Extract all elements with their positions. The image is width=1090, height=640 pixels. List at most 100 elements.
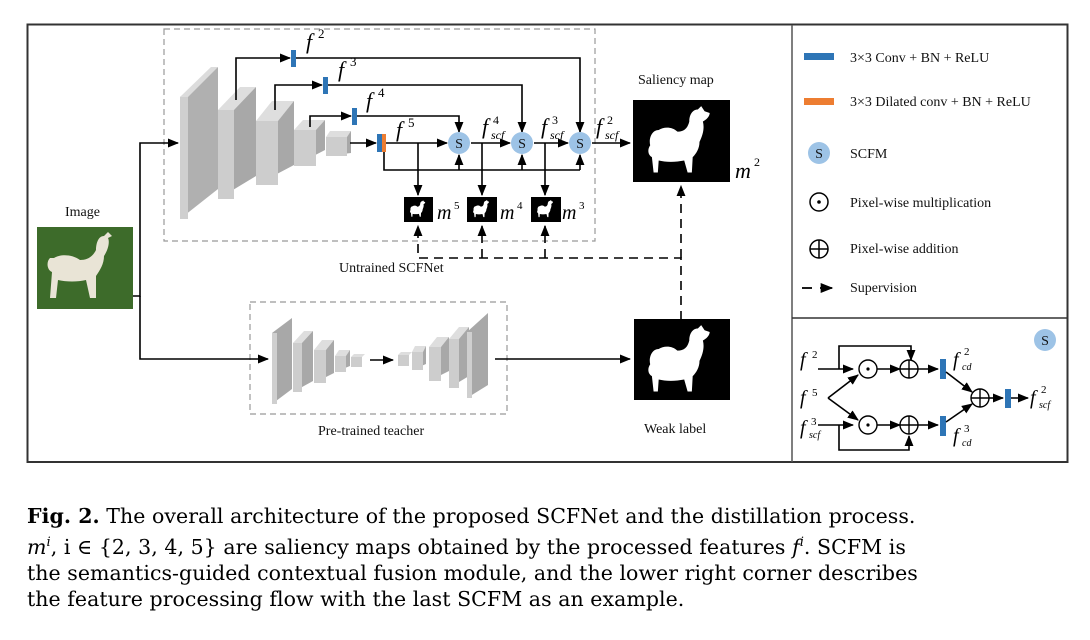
legend-item-mult: Pixel-wise multiplication <box>809 192 991 212</box>
svg-text:5: 5 <box>408 115 415 130</box>
student-network-label: Untrained SCFNet <box>339 261 444 276</box>
svg-text:2: 2 <box>812 349 818 361</box>
svg-text:scf: scf <box>491 128 506 142</box>
saliency-map-output <box>633 100 730 182</box>
svg-text:f: f <box>366 88 375 113</box>
svg-text:f: f <box>338 57 347 82</box>
svg-text:f: f <box>800 387 808 409</box>
svg-text:S: S <box>1041 334 1049 349</box>
svg-text:4: 4 <box>378 85 385 100</box>
svg-text:4: 4 <box>493 113 499 127</box>
caption-line-4: the feature processing flow with the las… <box>27 587 685 612</box>
detail-mult-top <box>858 359 878 379</box>
supervision-arrows <box>413 184 686 320</box>
legend-item-dilated: 3×3 Dilated conv + BN + ReLU <box>804 95 1031 110</box>
caption-line-3: the semantics-guided contextual fusion m… <box>27 560 918 585</box>
figure-caption: Fig. 2. The overall architecture of the … <box>27 503 1069 613</box>
skip-f4-arrow <box>309 111 353 127</box>
scfm-node-2: S <box>511 132 533 154</box>
svg-text:2: 2 <box>318 26 325 41</box>
legend-item-add: Pixel-wise addition <box>809 239 959 259</box>
svg-text:3: 3 <box>579 200 585 212</box>
student-network-box <box>163 28 596 242</box>
svg-text:m: m <box>562 202 576 224</box>
detail-conv-bottom <box>940 416 946 436</box>
svg-text:3×3 Dilated conv + BN + ReLU: 3×3 Dilated conv + BN + ReLU <box>850 95 1031 110</box>
detail-conv-top <box>940 359 946 379</box>
scfm-node-3: S <box>569 132 591 154</box>
caption-line-1: Fig. 2. The overall architecture of the … <box>27 504 916 528</box>
svg-text:f: f <box>1030 387 1038 409</box>
outer-frame <box>26 23 1069 463</box>
svg-text:m: m <box>500 202 514 224</box>
svg-text:3: 3 <box>552 113 558 127</box>
detail-add-bottom <box>899 415 919 435</box>
weak-label-text: Weak label <box>644 422 706 437</box>
caption-fig-label: Fig. 2. <box>27 504 100 528</box>
teacher-decoder <box>398 313 488 398</box>
conv-bar-f3 <box>323 77 328 94</box>
detail-add-merge <box>970 388 990 408</box>
circle-plus-icon <box>809 239 829 259</box>
svg-text:f: f <box>953 425 961 447</box>
encoder-block-4 <box>294 120 325 166</box>
svg-text:2: 2 <box>1041 384 1047 396</box>
input-to-teacher-arrow <box>139 296 270 364</box>
teacher-network-label: Pre-trained teacher <box>318 424 424 439</box>
teacher-network-box <box>249 301 508 415</box>
f5-bus <box>383 152 580 171</box>
teacher-encoder <box>272 318 365 404</box>
svg-text:scf: scf <box>605 128 620 142</box>
svg-text:S: S <box>576 137 584 152</box>
svg-text:scf: scf <box>809 430 821 441</box>
svg-text:3: 3 <box>350 54 357 69</box>
scfm-node-1: S <box>448 132 470 154</box>
detail-mult-bottom <box>858 415 878 435</box>
svg-text:f: f <box>953 349 961 371</box>
dilated-conv-bar-f5 <box>382 134 386 152</box>
detail-add-top <box>899 359 919 379</box>
legend-item-conv: 3×3 Conv + BN + ReLU <box>804 51 989 66</box>
svg-text:3: 3 <box>964 423 970 435</box>
conv-bar-f4 <box>352 108 357 125</box>
svg-text:cd: cd <box>962 362 972 373</box>
skip-f3-arrow <box>274 80 324 110</box>
svg-text:f: f <box>482 114 491 139</box>
svg-text:Supervision: Supervision <box>850 281 917 296</box>
scfm-circle-icon: S <box>808 142 830 164</box>
svg-text:S: S <box>815 147 823 162</box>
input-image-label: Image <box>65 205 100 220</box>
svg-text:scf: scf <box>550 128 565 142</box>
svg-text:SCFM: SCFM <box>850 147 888 162</box>
svg-text:2: 2 <box>754 155 760 169</box>
svg-text:2: 2 <box>964 346 970 358</box>
svg-text:f: f <box>396 117 405 142</box>
legend-item-supervision: Supervision <box>802 281 917 296</box>
legend-item-scfm: S SCFM <box>808 142 888 164</box>
student-encoder <box>180 67 351 219</box>
f4-to-scfm1 <box>357 115 464 134</box>
svg-text:f: f <box>596 114 605 139</box>
svg-text:Pixel-wise multiplication: Pixel-wise multiplication <box>850 196 991 211</box>
saliency-map-label: Saliency map <box>638 73 714 88</box>
svg-text:m: m <box>437 202 451 224</box>
svg-text:3×3 Conv + BN + ReLU: 3×3 Conv + BN + ReLU <box>850 51 989 66</box>
conv-bar-f2 <box>291 50 296 67</box>
circle-dot-icon <box>809 192 829 212</box>
conv-bar-f5 <box>377 134 382 152</box>
